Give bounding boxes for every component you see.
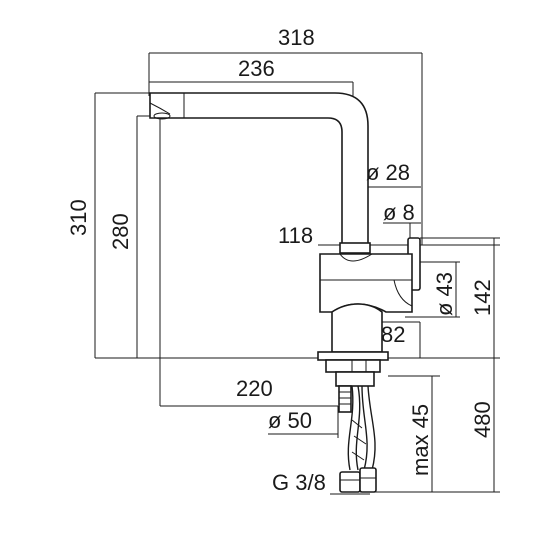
label-small-diameter: ø 8 bbox=[383, 200, 415, 225]
label-spout-diameter: ø 28 bbox=[366, 160, 410, 185]
label-body-height: 142 bbox=[470, 279, 495, 316]
faucet-outline bbox=[149, 92, 421, 387]
base-plate bbox=[317, 351, 389, 361]
base-neck bbox=[331, 303, 383, 353]
label-connection: G 3/8 bbox=[272, 470, 326, 495]
label-max-thickness: max 45 bbox=[408, 404, 433, 476]
label-overall-width: 318 bbox=[278, 25, 315, 50]
label-handle-height: 118 bbox=[278, 223, 313, 248]
label-total-depth: 480 bbox=[470, 401, 495, 438]
spout-collar bbox=[339, 242, 371, 254]
hose-fitting-left bbox=[339, 471, 361, 493]
label-overall-height: 310 bbox=[66, 199, 91, 236]
label-base-diameter: ø 50 bbox=[268, 408, 312, 433]
label-hose-length: 220 bbox=[236, 376, 273, 401]
label-spout-reach: 236 bbox=[238, 56, 275, 81]
spout bbox=[149, 92, 369, 251]
label-body-diameter: ø 43 bbox=[432, 272, 457, 316]
valve-body bbox=[319, 253, 413, 313]
label-spout-height: 280 bbox=[108, 213, 133, 250]
hose-fitting-right bbox=[359, 467, 377, 493]
label-base-width: 82 bbox=[381, 322, 405, 347]
dimension-lines bbox=[94, 52, 500, 495]
dimension-labels: 318 236 310 280 ø 28 ø 8 118 ø 43 142 82… bbox=[66, 25, 495, 495]
supply-hoses bbox=[338, 385, 377, 493]
